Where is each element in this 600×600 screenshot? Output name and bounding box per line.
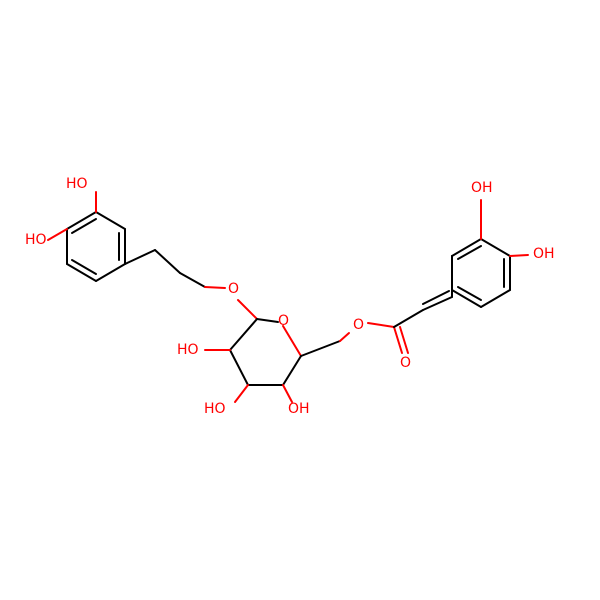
- left-phenol-bonds: [47, 191, 97, 241]
- left-benzene-ring: [66, 211, 126, 282]
- sugar-hydroxyl-bonds: [204, 349, 293, 403]
- label-oh-g: OH: [533, 246, 555, 262]
- ethyl-linker: [124, 249, 226, 289]
- right-phenol-bonds: [480, 199, 529, 257]
- label-oh-b: HO: [25, 232, 47, 248]
- label-o-ether: O: [228, 281, 239, 297]
- label-oh-e: OH: [288, 401, 310, 417]
- sugar-ring: [229, 299, 302, 386]
- label-oh-d: HO: [204, 401, 226, 417]
- right-benzene-ring: [451, 238, 511, 308]
- label-oh-a: HO: [66, 176, 88, 192]
- label-oh-c: HO: [177, 342, 199, 358]
- label-o-ester: O: [353, 317, 364, 333]
- label-o-ring: O: [278, 313, 289, 329]
- label-oh-f: OH: [471, 180, 493, 196]
- label-o-carbonyl: O: [400, 355, 411, 371]
